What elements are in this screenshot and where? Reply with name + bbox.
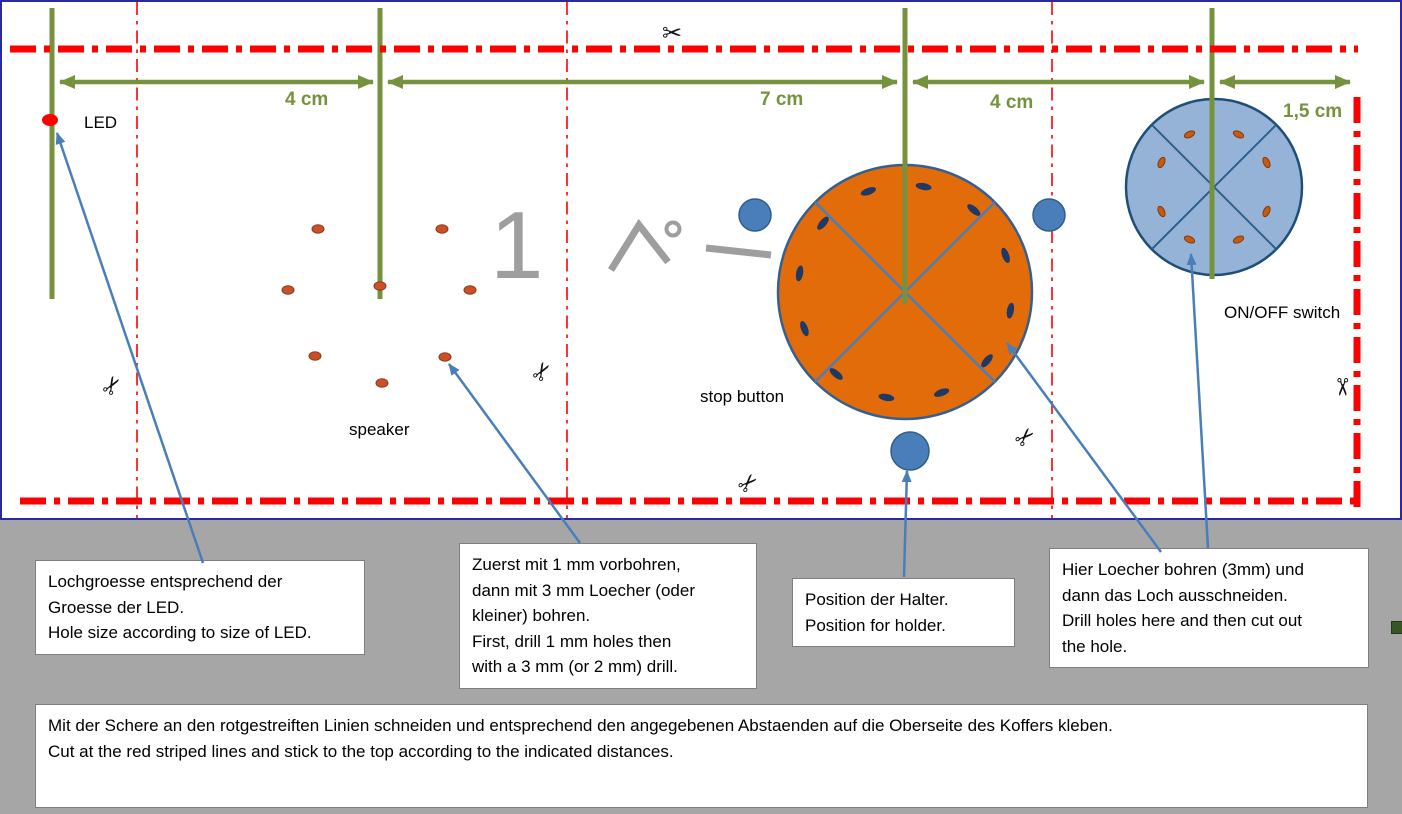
rim-hole <box>860 187 877 196</box>
rim-hole <box>817 216 829 230</box>
measurement-label-4cm: 4 cm <box>285 89 329 110</box>
stop-button-label: stop button <box>700 387 785 406</box>
position-lines <box>49 8 1215 304</box>
drill-hole <box>1157 156 1166 169</box>
note-cut-hole: Hier Loecher bohren (3mm) und dann das L… <box>1049 548 1369 668</box>
speaker-hole <box>463 285 477 295</box>
rim-hole <box>1001 247 1010 264</box>
rim-hole <box>967 204 981 216</box>
scissors-icon: ✂ <box>662 20 683 47</box>
rim-hole <box>933 388 950 397</box>
scissors-icon: ✂ <box>1328 376 1356 398</box>
led-dot <box>42 114 58 126</box>
speaker-holes <box>281 224 477 388</box>
drill-hole <box>1183 235 1196 244</box>
led-label: LED <box>84 113 118 132</box>
speaker-hole <box>373 281 387 291</box>
rim-hole <box>800 320 809 337</box>
rim-hole <box>878 393 895 402</box>
drill-hole <box>1183 130 1196 139</box>
speaker-hole <box>281 285 295 295</box>
speaker-label: speaker <box>349 420 410 439</box>
switch-drill-holes <box>1157 130 1271 244</box>
speaker-hole <box>375 378 389 388</box>
drill-hole <box>1232 130 1245 139</box>
measurement-label-1-5cm: 1,5 cm <box>1283 101 1343 122</box>
rim-hole <box>795 265 804 282</box>
watermark-number: 1 <box>490 192 544 299</box>
rim-hole <box>1006 302 1015 319</box>
rim-hole <box>981 354 993 368</box>
speaker-hole <box>438 352 452 362</box>
measurement-label-4cm-2: 4 cm <box>990 92 1034 113</box>
holder-positions <box>738 198 1066 471</box>
template-diagram <box>10 2 1361 518</box>
holder-dot <box>738 198 772 232</box>
drill-hole <box>1232 235 1245 244</box>
rim-hole <box>915 182 932 191</box>
drill-hole <box>1157 205 1166 218</box>
measurement-label-7cm: 7 cm <box>760 89 804 110</box>
watermark-shapes <box>608 218 772 272</box>
note-holder-position: Position der Halter. Position for holder… <box>792 578 1015 647</box>
speaker-hole <box>308 351 322 361</box>
note-general-instructions: Mit der Schere an den rotgestreiften Lin… <box>35 704 1368 808</box>
rim-hole <box>829 368 843 380</box>
holder-dot <box>890 431 930 471</box>
drill-hole <box>1262 205 1271 218</box>
green-handle <box>1391 621 1402 634</box>
stop-button-rim-holes <box>795 182 1015 402</box>
watermark-bar <box>705 244 772 259</box>
watermark-degree <box>664 220 682 238</box>
watermark-caret <box>608 218 671 272</box>
speaker-hole <box>311 224 325 234</box>
thick-cut-lines <box>10 45 1361 507</box>
cutting-template-sheet: 1 LED speaker stop button ON/OFF switch … <box>0 0 1402 520</box>
onoff-switch-label: ON/OFF switch <box>1224 303 1341 322</box>
speaker-hole <box>435 224 449 234</box>
note-drill-instructions: Zuerst mit 1 mm vorbohren, dann mit 3 mm… <box>459 543 757 689</box>
drill-hole <box>1262 156 1271 169</box>
note-led-size: Lochgroesse entsprechend der Groesse der… <box>35 560 365 655</box>
holder-dot <box>1032 198 1066 232</box>
